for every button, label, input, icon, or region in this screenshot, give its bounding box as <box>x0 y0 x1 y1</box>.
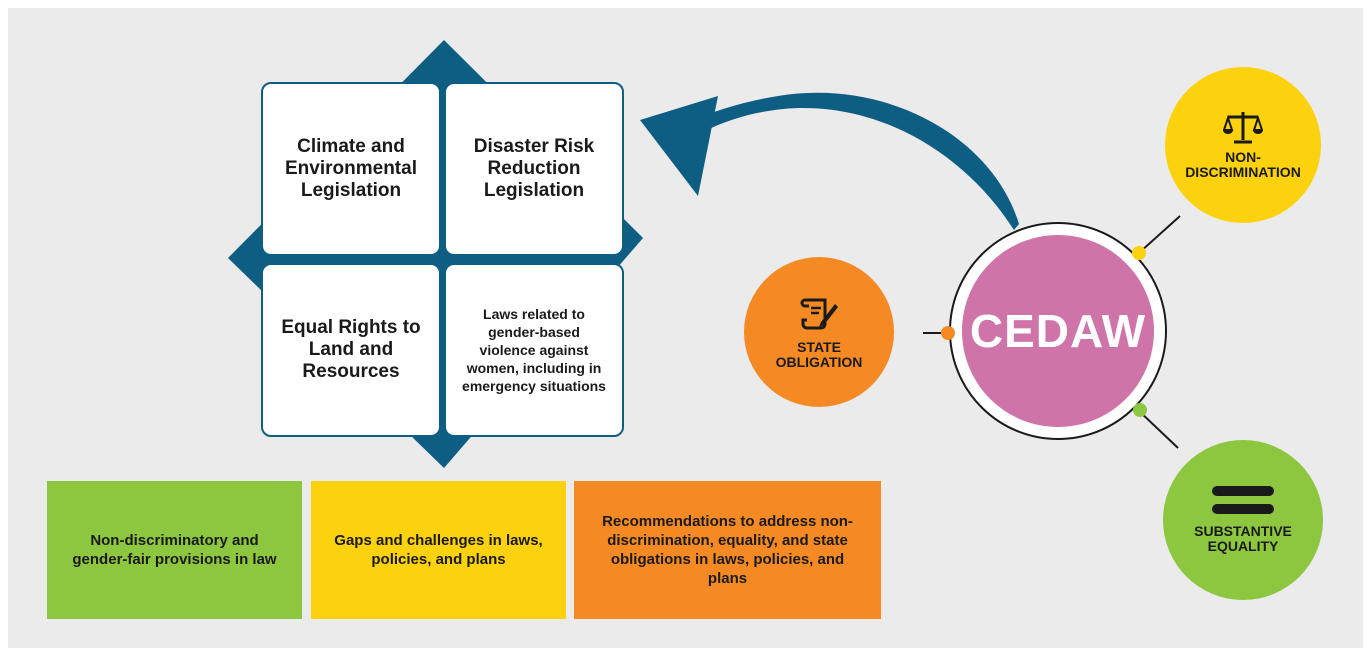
non-discrimination-circle: NON-DISCRIMINATION <box>1165 67 1321 223</box>
scroll-pen-icon <box>800 298 838 330</box>
curved-arrow <box>672 92 1019 230</box>
card-drr-legislation: Disaster Risk Reduction Legislation <box>444 82 624 256</box>
dot-green <box>1133 403 1147 417</box>
card-gbv-laws: Laws related to gender-based violence ag… <box>444 263 624 437</box>
substantive-equality-circle: SUBSTANTIVE EQUALITY <box>1163 440 1323 600</box>
dot-yellow <box>1132 246 1146 260</box>
state-obligation-label: STATE OBLIGATION <box>775 339 863 370</box>
substantive-equality-label: SUBSTANTIVE EQUALITY <box>1194 523 1292 554</box>
dot-orange <box>941 326 955 340</box>
box-recommendations: Recommendations to address non-discrimin… <box>574 481 881 619</box>
curved-arrow-head <box>640 96 718 196</box>
diagram-panel: Climate and Environmental Legislation Di… <box>8 8 1363 648</box>
scales-icon <box>1223 112 1263 144</box>
state-obligation-circle: STATE OBLIGATION <box>744 257 894 407</box>
connector-non-discrimination <box>1139 215 1181 253</box>
non-discrimination-label: NON-DISCRIMINATION <box>1185 149 1301 180</box>
card-equal-rights-land: Equal Rights to Land and Resources <box>261 263 441 437</box>
box-gaps-challenges: Gaps and challenges in laws, policies, a… <box>311 481 566 619</box>
box-non-discriminatory-provisions: Non-discriminatory and gender-fair provi… <box>47 481 302 619</box>
equals-icon <box>1212 486 1274 514</box>
connector-substantive-equality <box>1137 409 1179 449</box>
cedaw-circle: CEDAW <box>962 235 1154 427</box>
card-climate-legislation: Climate and Environmental Legislation <box>261 82 441 256</box>
cedaw-label: CEDAW <box>969 305 1147 357</box>
